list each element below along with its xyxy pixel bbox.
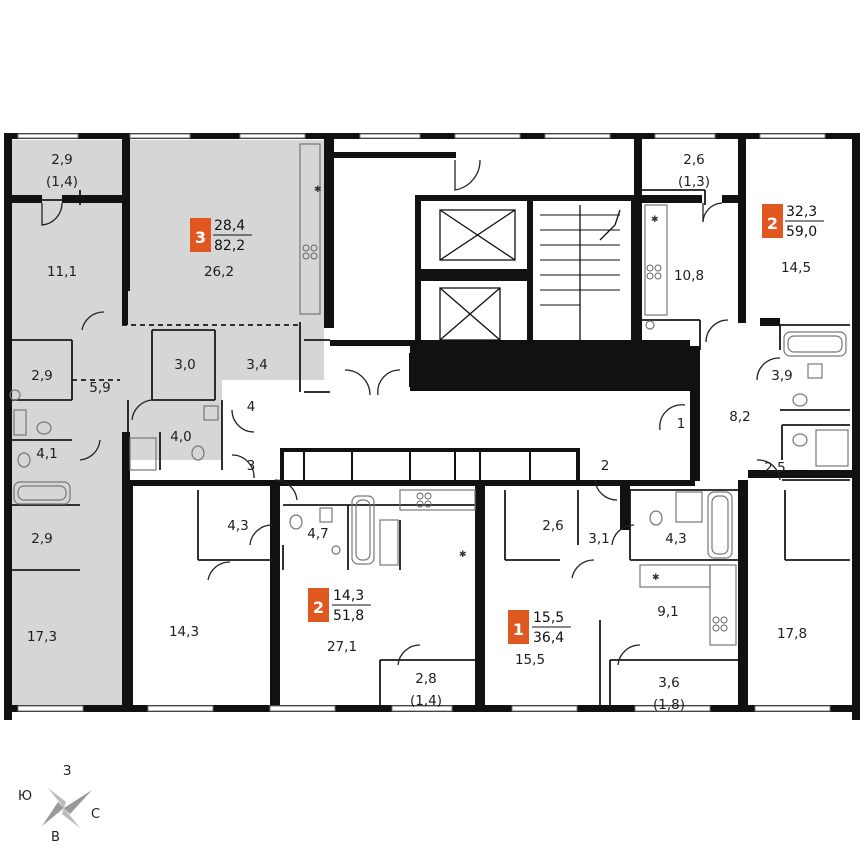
area-label: 4,3 <box>665 531 686 547</box>
badge-living-area: 15,5 <box>533 610 564 626</box>
area-label: 2,9 <box>31 368 52 384</box>
area-label: 5,9 <box>89 380 110 396</box>
area-label: 4,0 <box>170 429 191 445</box>
area-label: 3,4 <box>246 357 267 373</box>
badge-total-area: 59,0 <box>786 224 817 240</box>
area-label: 17,3 <box>27 629 57 645</box>
area-label: (1,4) <box>410 693 442 709</box>
compass-east: С <box>91 807 100 822</box>
door-number: 4 <box>247 399 256 415</box>
area-label: 3,6 <box>658 675 679 691</box>
apartment-badge-1[interactable]: 1 15,5 36,4 <box>508 610 571 646</box>
apartment-badge-2-right[interactable]: 2 32,3 59,0 <box>762 204 824 240</box>
area-label: 26,2 <box>204 264 234 280</box>
door-swings <box>41 159 781 666</box>
fridge-markers: ✱ ✱ ✱ ✱ <box>314 185 660 583</box>
apartment-badge-3[interactable]: 3 28,4 82,2 <box>190 218 252 254</box>
door-number: 2 <box>601 458 610 474</box>
badge-rooms: 1 <box>513 620 524 639</box>
compass-south: В <box>51 830 60 845</box>
badge-rooms-box <box>762 204 783 238</box>
compass-north: З <box>63 764 71 779</box>
area-label: 4,1 <box>36 446 57 462</box>
windows <box>17 133 831 712</box>
badge-rooms: 3 <box>195 228 206 247</box>
badge-rooms-box <box>308 588 329 622</box>
area-label: 2,6 <box>542 518 563 534</box>
svg-text:✱: ✱ <box>459 550 467 560</box>
svg-text:✱: ✱ <box>314 185 322 195</box>
entrance-numbers: 4 3 2 1 <box>247 399 686 474</box>
area-label: 2,5 <box>764 460 785 476</box>
area-label: (1,8) <box>653 697 685 713</box>
area-label: 14,3 <box>169 624 199 640</box>
area-label: 3,9 <box>771 368 792 384</box>
badge-living-area: 28,4 <box>214 218 245 234</box>
room-areas: 2,9 (1,4) 11,1 26,2 2,9 5,9 3,0 3,4 4,0 … <box>27 152 811 713</box>
area-label: 2,6 <box>683 152 704 168</box>
highlighted-apartment <box>12 140 324 705</box>
stoves <box>302 244 728 632</box>
badge-rooms-box <box>190 218 211 252</box>
badge-total-area: 51,8 <box>333 608 364 624</box>
badge-total-area: 82,2 <box>214 238 245 254</box>
area-label: 9,1 <box>657 604 678 620</box>
area-label: 10,8 <box>674 268 704 284</box>
area-label: 17,8 <box>777 626 807 642</box>
area-label: 11,1 <box>47 264 77 280</box>
area-label: 15,5 <box>515 652 545 668</box>
area-label: 3,1 <box>588 531 609 547</box>
badge-total-area: 36,4 <box>533 630 564 646</box>
area-label: 4,3 <box>227 518 248 534</box>
area-label: 14,5 <box>781 260 811 276</box>
area-label: 3,0 <box>174 357 195 373</box>
badge-rooms-box <box>508 610 529 644</box>
compass-rose: З С В Ю <box>18 764 100 845</box>
svg-text:✱: ✱ <box>651 215 659 225</box>
compass-west: Ю <box>18 789 32 804</box>
area-label: 4,7 <box>307 526 328 542</box>
area-label: 2,9 <box>31 531 52 547</box>
area-label: 2,8 <box>415 671 436 687</box>
area-label: 27,1 <box>327 639 357 655</box>
area-label: 8,2 <box>729 409 750 425</box>
badge-rooms: 2 <box>313 598 324 617</box>
door-number: 3 <box>247 458 256 474</box>
badge-rooms: 2 <box>767 214 778 233</box>
badge-living-area: 32,3 <box>786 204 817 220</box>
apartment-badge-2-center[interactable]: 2 14,3 51,8 <box>308 588 371 624</box>
building-core <box>280 195 691 484</box>
area-label: (1,4) <box>46 174 78 190</box>
plumbing-fixtures <box>9 143 849 646</box>
area-label: 2,9 <box>51 152 72 168</box>
badge-living-area: 14,3 <box>333 588 364 604</box>
area-label: (1,3) <box>678 174 710 190</box>
svg-text:✱: ✱ <box>652 573 660 583</box>
door-number: 1 <box>677 416 686 432</box>
